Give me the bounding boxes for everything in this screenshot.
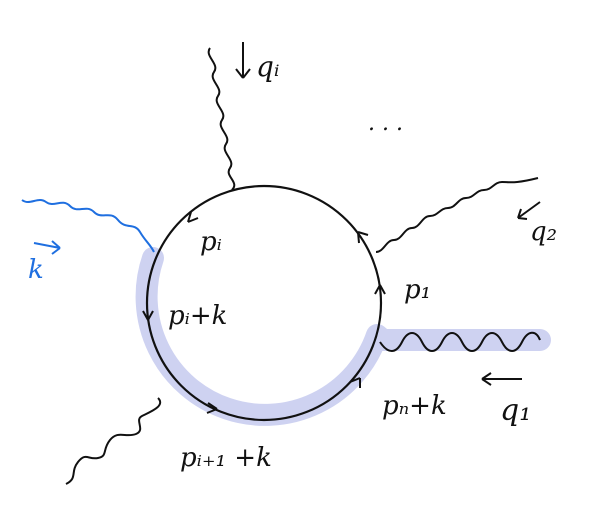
fermion-loop <box>145 184 383 422</box>
arrow-q-2 <box>517 201 541 220</box>
photon-q-2 <box>375 177 539 253</box>
label-q-2: q₂ <box>530 217 557 247</box>
label-p-i1-plus-k: pᵢ₊₁ +k <box>180 443 272 473</box>
photon-k <box>21 199 155 253</box>
label-p-n-plus-k: pₙ+k <box>382 391 447 421</box>
arrow-q-i <box>235 42 251 79</box>
label-ellipsis: . . . <box>368 111 403 136</box>
arrow-p-top-right <box>357 231 369 244</box>
photon-q-i <box>207 47 236 191</box>
arrow-p-n-plus-k <box>349 377 361 388</box>
label-k: k <box>28 255 44 285</box>
label-q-i: qᵢ <box>256 50 280 83</box>
arrow-k <box>33 240 61 255</box>
photon-lower-left <box>65 397 161 485</box>
label-p-i-plus-k: pᵢ+k <box>168 301 227 331</box>
photon-q-1 <box>379 331 541 352</box>
label-p-i: pᵢ <box>200 227 222 257</box>
arrow-p-1 <box>374 284 386 295</box>
arrow-p-i1-plus-k <box>206 402 218 414</box>
arrow-q-1 <box>481 372 522 386</box>
arrow-p-i <box>187 211 199 223</box>
label-q-1: q₁ <box>500 393 531 428</box>
highlight-band <box>135 247 551 426</box>
arrow-p-i-plus-k <box>142 310 154 321</box>
label-p-1: p₁ <box>404 275 431 305</box>
